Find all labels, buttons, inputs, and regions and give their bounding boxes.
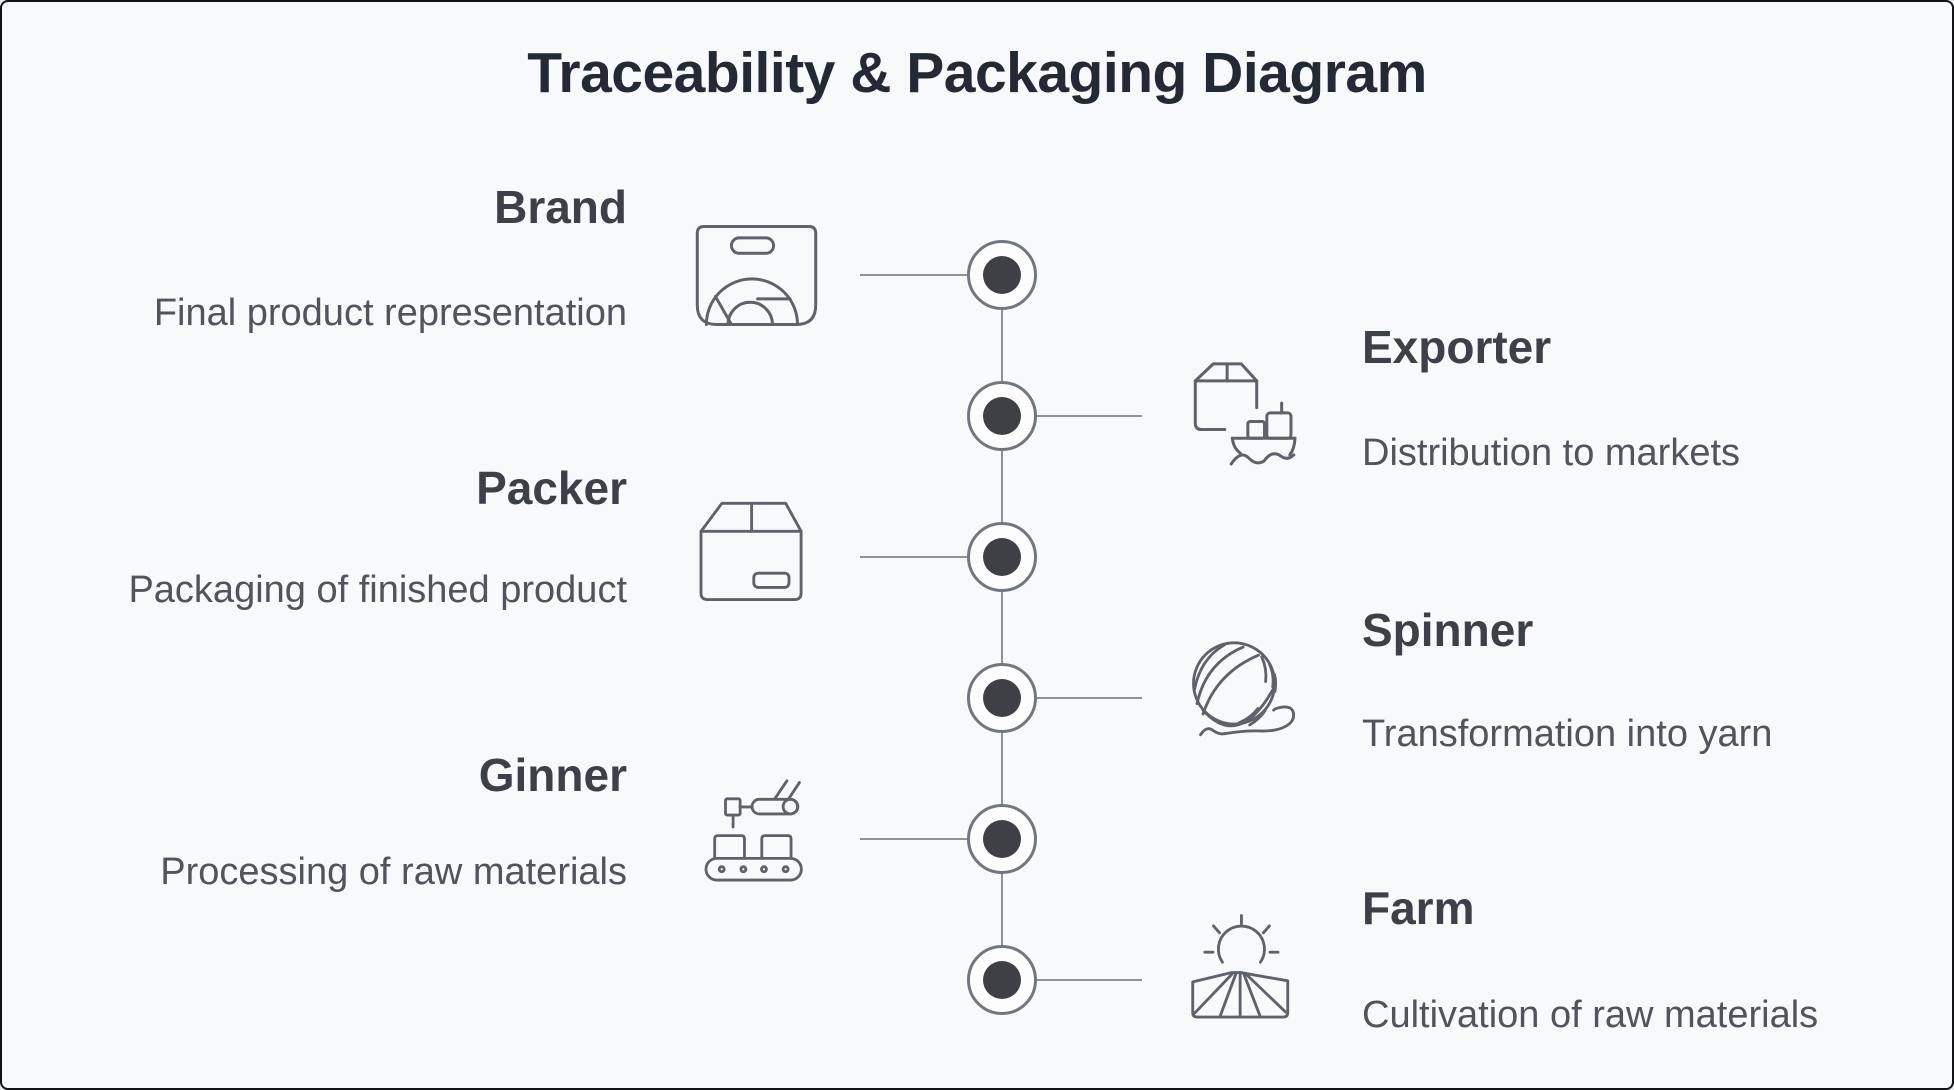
stage-label-farm: Farm	[1362, 882, 1475, 934]
timeline-node-spinner	[967, 663, 1037, 733]
stage-description-ginner: Processing of raw materials	[160, 851, 627, 893]
timeline-connector-spinner	[1035, 697, 1142, 699]
timeline-node-dot	[983, 679, 1021, 717]
stage-label-spinner: Spinner	[1362, 604, 1534, 656]
stage-label-packer: Packer	[476, 462, 627, 514]
stage-description-exporter: Distribution to markets	[1362, 432, 1741, 474]
timeline-line	[1001, 275, 1003, 980]
stage-label-exporter: Exporter	[1362, 321, 1552, 373]
timeline-connector-ginner	[860, 838, 969, 840]
farm-field-sun-icon	[1184, 904, 1316, 1028]
timeline-node-packer	[967, 522, 1037, 592]
timeline-connector-farm	[1035, 979, 1142, 981]
stage-description-brand: Final product representation	[153, 292, 627, 334]
stage-description-packer: Packaging of finished product	[128, 569, 627, 611]
stage-label-brand: Brand	[494, 181, 627, 233]
stage-description-spinner: Transformation into yarn	[1362, 713, 1773, 755]
timeline-node-farm	[967, 945, 1037, 1015]
timeline-connector-packer	[860, 556, 969, 558]
stage-label-ginner: Ginner	[478, 749, 627, 801]
yarn-ball-icon	[1187, 630, 1319, 754]
shopping-bag-icon	[688, 214, 825, 337]
timeline-node-dot	[983, 256, 1021, 294]
timeline-node-dot	[983, 397, 1021, 435]
page-title: Traceability & Packaging Diagram	[527, 41, 1427, 105]
timeline-node-dot	[983, 538, 1021, 576]
timeline-node-dot	[983, 961, 1021, 999]
conveyor-robot-icon	[693, 776, 823, 892]
timeline-connector-exporter	[1035, 415, 1142, 417]
cargo-ship-icon	[1180, 349, 1318, 479]
timeline-node-ginner	[967, 804, 1037, 874]
timeline-node-exporter	[967, 381, 1037, 451]
timeline-connector-brand	[860, 274, 969, 276]
timeline-node-dot	[983, 820, 1021, 858]
package-box-icon	[690, 496, 822, 614]
timeline-node-brand	[967, 240, 1037, 310]
stage-description-farm: Cultivation of raw materials	[1362, 994, 1819, 1036]
